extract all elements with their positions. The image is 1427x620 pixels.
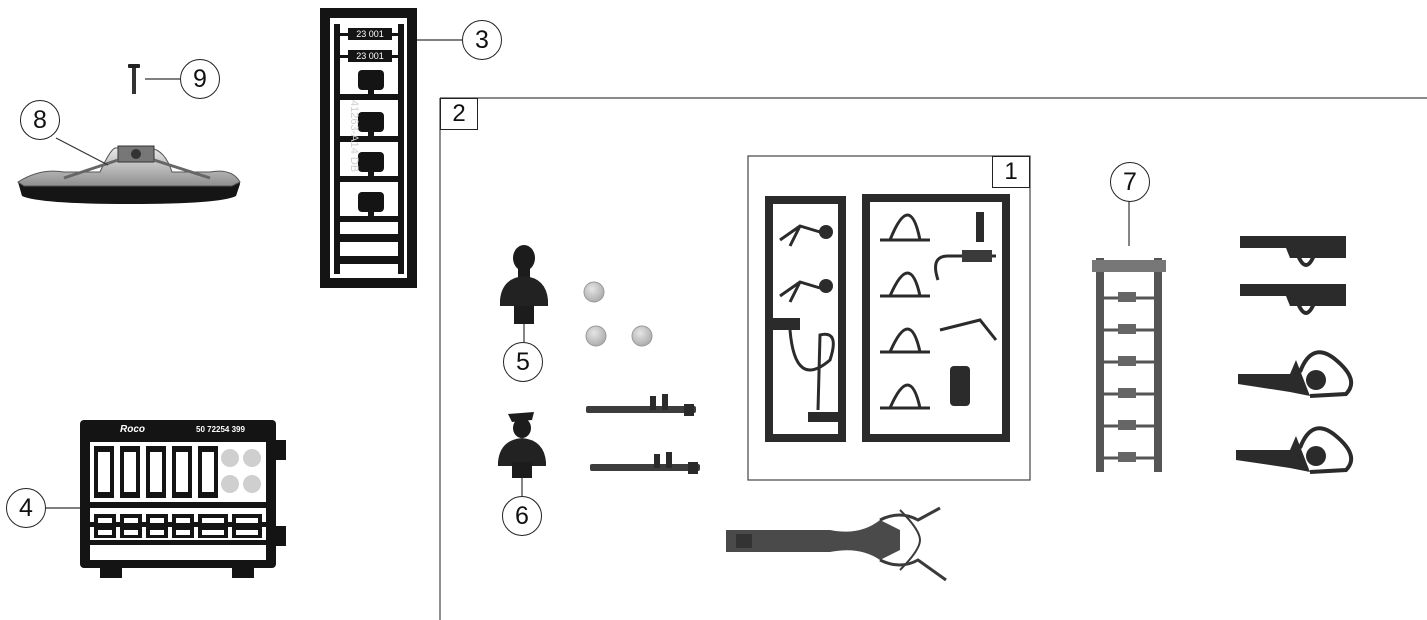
plate-label-2: 23 001 — [348, 50, 392, 62]
detail-sprue-part — [748, 156, 1030, 480]
lamp-lens-parts — [584, 282, 652, 346]
callout-9: 9 — [180, 59, 220, 99]
ladder-part — [1092, 258, 1166, 472]
callout-7: 7 — [1110, 162, 1150, 202]
uniform-figure-part — [498, 412, 546, 478]
callout-3: 3 — [462, 20, 502, 60]
rod-parts — [586, 394, 700, 474]
callout-5: 5 — [503, 342, 543, 382]
buffer-beam-parts — [1240, 236, 1346, 313]
coupling-hook-parts — [1236, 352, 1351, 472]
bust-figure-part — [500, 245, 548, 324]
callout-8: 8 — [20, 100, 60, 140]
callout-4: 4 — [6, 488, 46, 528]
callout-1: 1 — [992, 156, 1030, 188]
screw-part — [128, 64, 140, 94]
callout-6: 6 — [502, 496, 542, 536]
sprue-article-number: 50 72254 399 — [196, 425, 245, 434]
sign-sprue-part — [80, 420, 286, 578]
plate-label-1: 23 001 — [348, 28, 392, 40]
sprue-part-number: 41263-A14 DB — [348, 100, 360, 200]
section-2-outline — [440, 98, 1427, 620]
coupler-plate-part — [18, 146, 240, 204]
brand-logo: Roco — [120, 424, 145, 435]
leader-8 — [56, 138, 108, 165]
callout-2: 2 — [440, 98, 478, 130]
lever-part — [726, 508, 946, 580]
